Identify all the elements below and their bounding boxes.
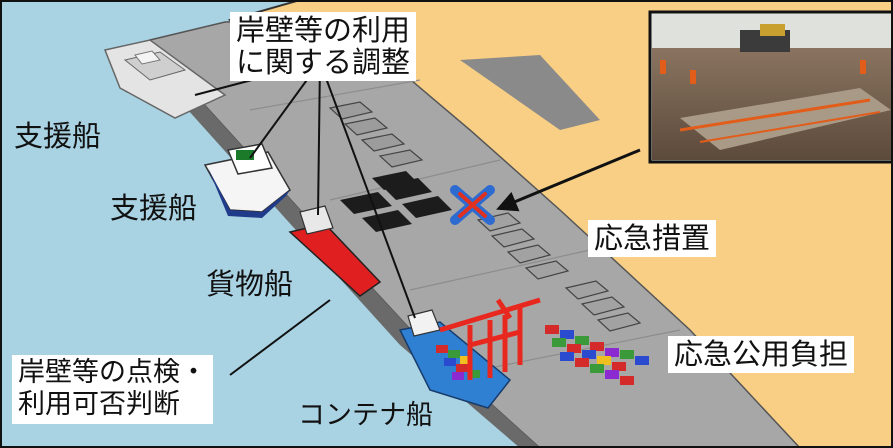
cargo-ship-label: 貨物船 [206, 267, 294, 301]
gantry-crane [439, 297, 541, 380]
container-ship-label: コンテナ船 [298, 400, 433, 431]
ship-containers [436, 345, 480, 380]
inspection-label-line1: 岸壁等の点検・ [18, 357, 207, 388]
inspection-connector [229, 299, 331, 376]
inspection-label: 岸壁等の点検・ 利用可否判断 [12, 355, 213, 424]
cargo-ship [288, 205, 382, 297]
arrow-left-icon [496, 148, 641, 212]
warehouses-middle [476, 212, 570, 280]
support-ship-label-1: 支援船 [14, 119, 102, 153]
cargo-pads [340, 171, 452, 232]
coordination-label: 岸壁等の利用 に関する調整 [230, 12, 417, 81]
warehouses-lower [564, 280, 642, 332]
emergency-measures-label: 応急措置 [588, 220, 717, 258]
photo-inset [648, 10, 893, 164]
emergency-public-burden-label: 応急公用負担 [668, 336, 855, 374]
pier-containers [545, 325, 649, 385]
coordination-label-line1: 岸壁等の利用 [236, 13, 411, 47]
coordination-label-line2: に関する調整 [236, 45, 411, 80]
large-support-vessel [103, 39, 227, 119]
container-ship [398, 309, 512, 409]
inspection-label-line2: 利用可否判断 [18, 389, 180, 421]
support-ship-small [203, 143, 291, 218]
x-mark-icon [450, 185, 495, 225]
yard-block [460, 55, 600, 130]
support-ship-label-2: 支援船 [110, 191, 198, 225]
